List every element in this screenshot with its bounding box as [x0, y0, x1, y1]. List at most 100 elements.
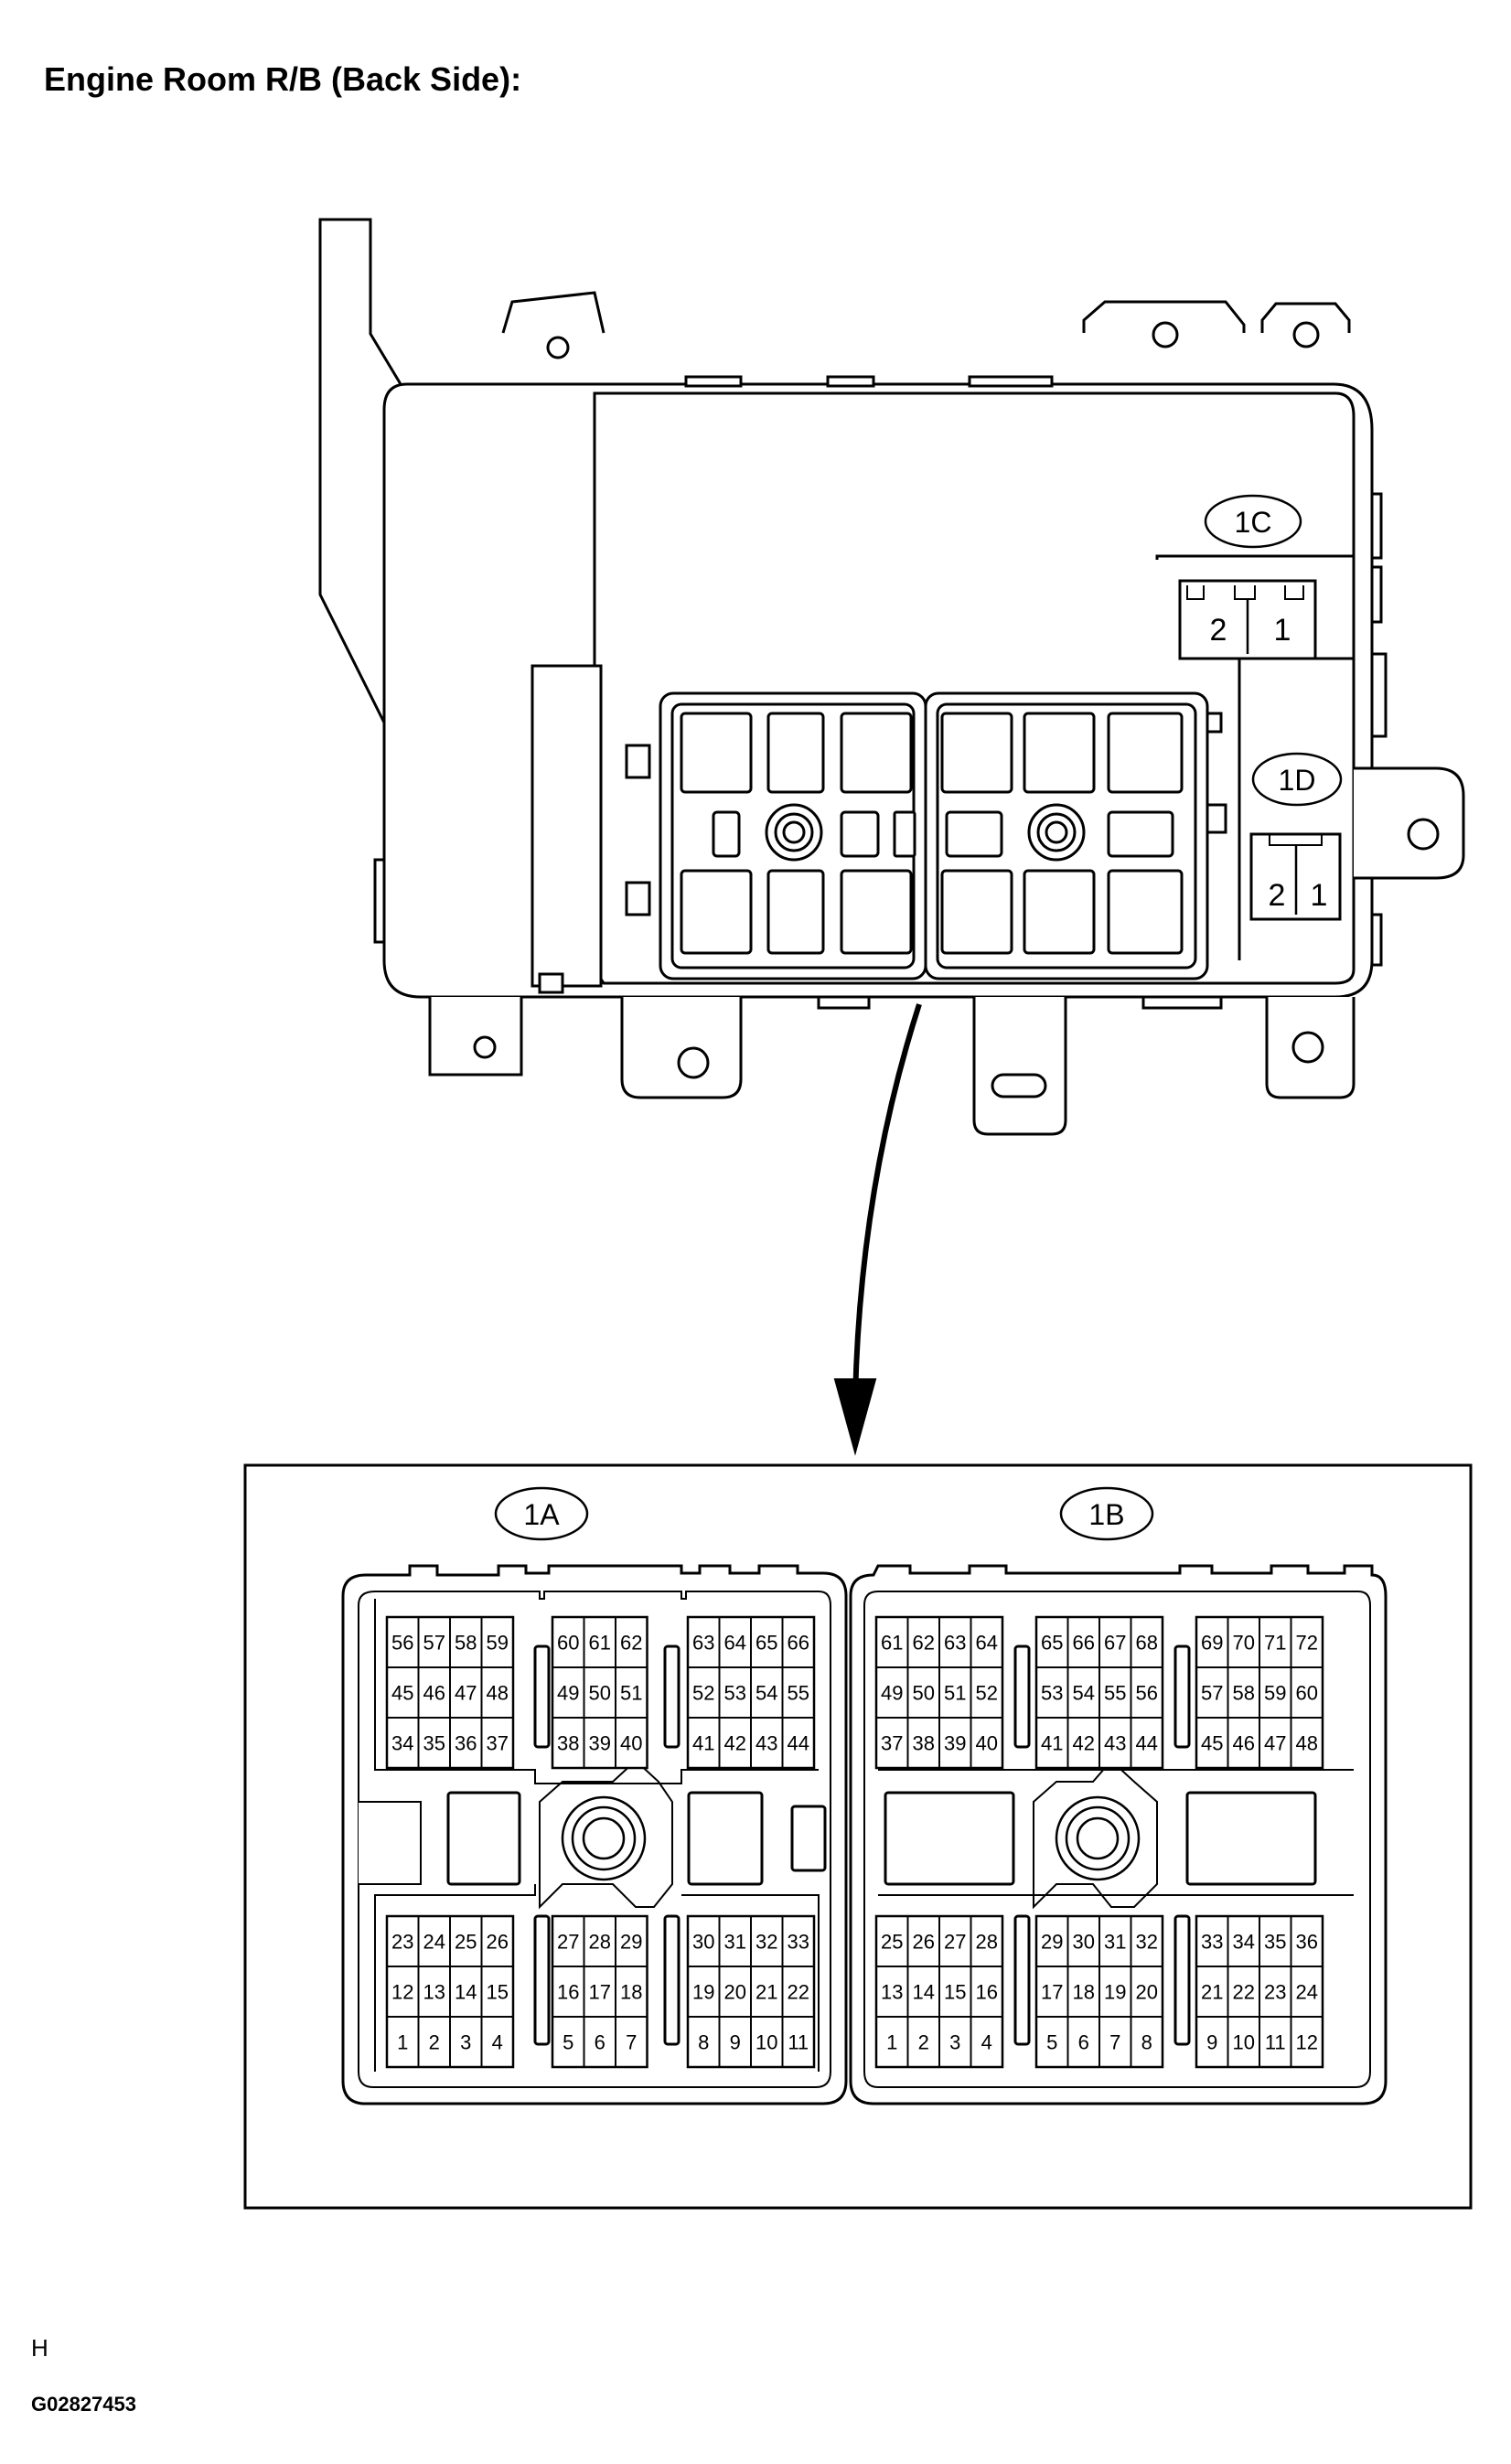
- pin-number-62: 62: [620, 1632, 642, 1655]
- pin-number-17: 17: [589, 1981, 611, 2004]
- pin-cell: [615, 1717, 648, 1769]
- pin-number-24: 24: [423, 1931, 445, 1954]
- pin-number-44: 44: [788, 1732, 809, 1755]
- pin-number-6: 6: [595, 2031, 605, 2054]
- pin-number-59: 59: [487, 1632, 509, 1655]
- connector-1d-pin-1: 1: [1311, 878, 1328, 913]
- pin-number-64: 64: [976, 1632, 998, 1655]
- pin-number-17: 17: [1041, 1981, 1063, 2004]
- pin-number-71: 71: [1264, 1632, 1286, 1655]
- pin-number-21: 21: [756, 1981, 777, 2004]
- pin-number-29: 29: [1041, 1931, 1063, 1954]
- pin-number-10: 10: [756, 2031, 777, 2054]
- pin-number-25: 25: [455, 1931, 477, 1954]
- pin-number-43: 43: [1104, 1732, 1126, 1755]
- pin-cell: [480, 2016, 514, 2068]
- pin-number-67: 67: [1104, 1632, 1126, 1655]
- pin-number-27: 27: [557, 1931, 579, 1954]
- pin-number-56: 56: [391, 1632, 413, 1655]
- pin-number-11: 11: [788, 2031, 809, 2054]
- pin-number-13: 13: [423, 1981, 445, 2004]
- connector-1c-pin-1: 1: [1274, 613, 1291, 648]
- pin-number-40: 40: [620, 1732, 642, 1755]
- pin-number-63: 63: [692, 1632, 714, 1655]
- figure-code: G02827453: [31, 2393, 136, 2416]
- pin-cell: [615, 2016, 648, 2068]
- pin-number-40: 40: [976, 1732, 998, 1755]
- pin-number-25: 25: [881, 1931, 903, 1954]
- pin-number-28: 28: [589, 1931, 611, 1954]
- pin-number-37: 37: [487, 1732, 509, 1755]
- pin-number-53: 53: [1041, 1682, 1063, 1705]
- pin-number-3: 3: [460, 2031, 471, 2054]
- pin-number-65: 65: [756, 1632, 777, 1655]
- pin-number-60: 60: [1296, 1682, 1318, 1705]
- pin-number-33: 33: [788, 1931, 809, 1954]
- pin-number-46: 46: [1233, 1732, 1255, 1755]
- pin-number-2: 2: [918, 2031, 929, 2054]
- pin-number-50: 50: [913, 1682, 935, 1705]
- pin-number-21: 21: [1201, 1981, 1223, 2004]
- pin-number-48: 48: [487, 1682, 509, 1705]
- pin-number-56: 56: [1136, 1682, 1158, 1705]
- pin-number-55: 55: [788, 1682, 809, 1705]
- connector-1c-pin-2: 2: [1210, 613, 1227, 648]
- pin-number-42: 42: [1073, 1732, 1095, 1755]
- pin-number-4: 4: [492, 2031, 503, 2054]
- pin-number-36: 36: [1296, 1931, 1318, 1954]
- pin-number-1: 1: [397, 2031, 408, 2054]
- pin-number-35: 35: [423, 1732, 445, 1755]
- pin-number-1: 1: [886, 2031, 897, 2054]
- pin-number-54: 54: [1073, 1682, 1095, 1705]
- pin-number-29: 29: [620, 1931, 642, 1954]
- pin-block-frame: [551, 1615, 648, 1770]
- pin-cell: [781, 1717, 815, 1769]
- pin-number-5: 5: [1046, 2031, 1057, 2054]
- pin-cell: [1290, 1717, 1323, 1769]
- pin-number-47: 47: [1264, 1732, 1286, 1755]
- pin-number-53: 53: [724, 1682, 746, 1705]
- pin-number-6: 6: [1078, 2031, 1089, 2054]
- connector-1d-pin-2: 2: [1269, 878, 1286, 913]
- pin-number-48: 48: [1296, 1732, 1318, 1755]
- pin-number-20: 20: [724, 1981, 746, 2004]
- pin-number-19: 19: [1104, 1981, 1126, 2004]
- pin-number-57: 57: [1201, 1682, 1223, 1705]
- pin-number-45: 45: [1201, 1732, 1223, 1755]
- pin-number-22: 22: [1233, 1981, 1255, 2004]
- pin-number-16: 16: [557, 1981, 579, 2004]
- detail-arrow: [833, 1003, 922, 1456]
- pin-number-61: 61: [881, 1632, 903, 1655]
- pin-number-52: 52: [976, 1682, 998, 1705]
- pin-number-68: 68: [1136, 1632, 1158, 1655]
- pin-number-27: 27: [944, 1931, 966, 1954]
- pin-number-4: 4: [981, 2031, 992, 2054]
- pin-number-15: 15: [944, 1981, 966, 2004]
- pin-cell: [970, 1717, 1003, 1769]
- pin-number-23: 23: [391, 1931, 413, 1954]
- pin-number-31: 31: [724, 1931, 746, 1954]
- pin-number-24: 24: [1296, 1981, 1318, 2004]
- pin-number-23: 23: [1264, 1981, 1286, 2004]
- pin-cell: [1130, 1717, 1163, 1769]
- pin-number-36: 36: [455, 1732, 477, 1755]
- pin-cell: [1290, 2016, 1323, 2068]
- connector-1a-tag: 1A: [494, 1486, 589, 1541]
- pin-number-69: 69: [1201, 1632, 1223, 1655]
- pin-number-20: 20: [1136, 1981, 1158, 2004]
- connector-1c-label: 1C: [1235, 506, 1272, 539]
- pin-number-7: 7: [1109, 2031, 1120, 2054]
- relay-socket-top-left: [659, 691, 927, 980]
- pin-number-14: 14: [913, 1981, 935, 2004]
- pin-cell: [781, 2016, 815, 2068]
- pin-number-3: 3: [949, 2031, 960, 2054]
- pin-number-10: 10: [1233, 2031, 1255, 2054]
- pin-number-12: 12: [391, 1981, 413, 2004]
- pin-number-57: 57: [423, 1632, 445, 1655]
